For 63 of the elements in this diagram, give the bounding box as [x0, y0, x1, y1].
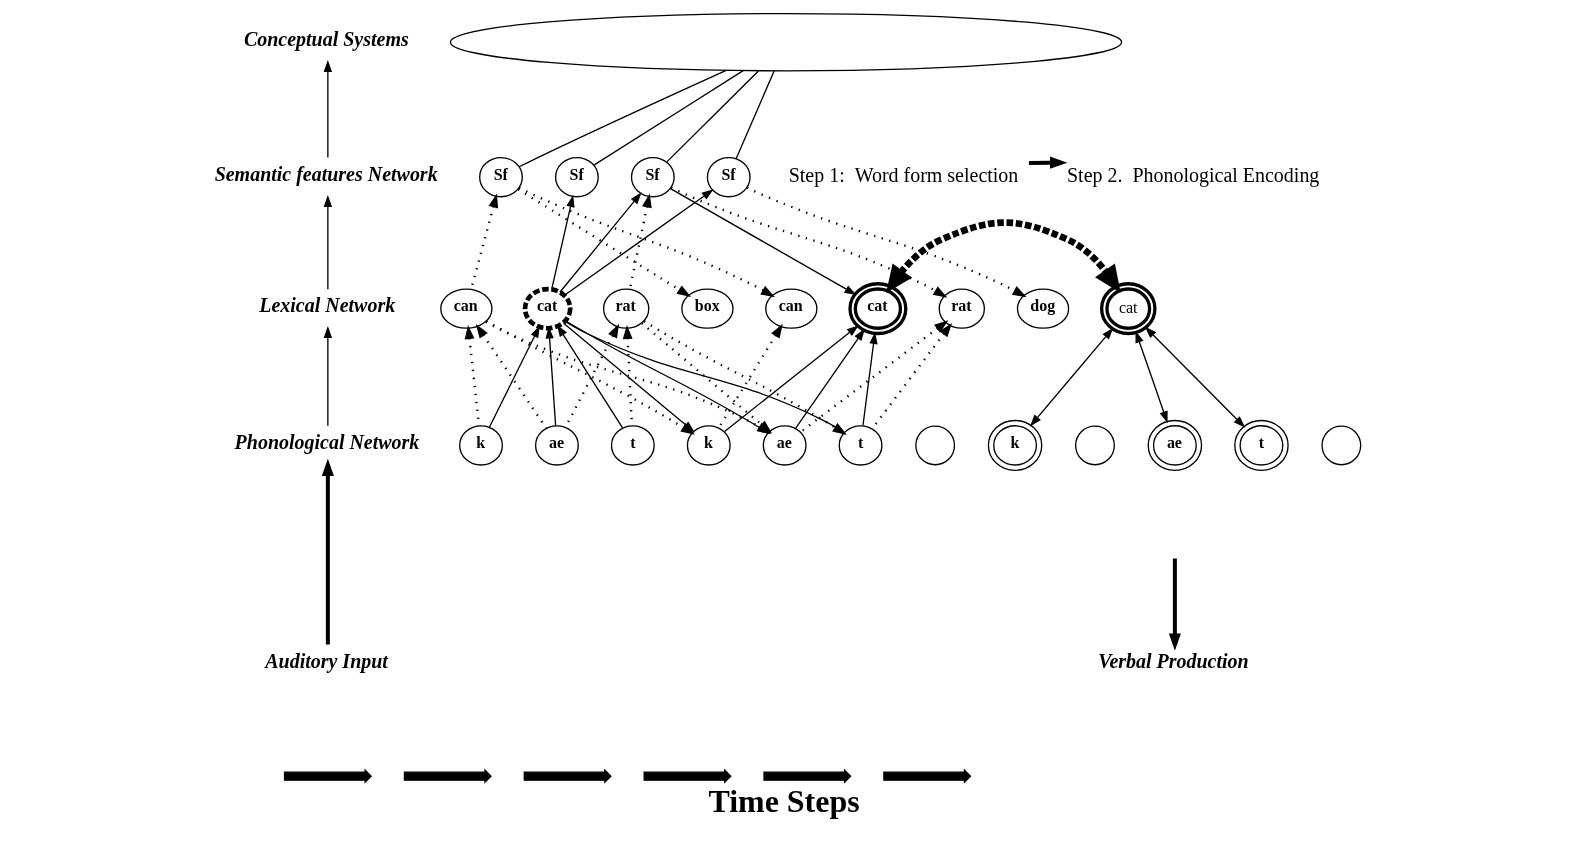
arrow — [794, 328, 865, 429]
node-text: Lexical Network — [258, 293, 395, 316]
arrow — [717, 323, 783, 429]
node-circle: ae — [534, 425, 579, 466]
node-ellipse: rat — [938, 288, 985, 329]
node-circle: t — [1233, 419, 1289, 471]
node-ellipse: rat — [602, 288, 649, 329]
connector — [735, 70, 775, 160]
connector — [518, 69, 727, 168]
connector — [665, 70, 759, 163]
arrow — [885, 219, 1121, 294]
arrow — [475, 323, 547, 429]
arrow — [321, 458, 334, 645]
arrow — [563, 189, 714, 296]
node-circle: ae — [762, 425, 807, 466]
node-text: Auditory Input — [264, 649, 388, 672]
node-ellipse: dog — [1016, 288, 1069, 329]
arrow — [1029, 327, 1113, 427]
arrow — [861, 331, 878, 427]
node-circle: k — [686, 425, 731, 466]
caption: Time Steps — [707, 783, 860, 819]
node-circle: t — [610, 425, 655, 466]
node-circle: Sf — [478, 156, 523, 198]
node-text: Semantic features Network — [214, 162, 438, 185]
arrow — [518, 186, 775, 298]
node-circle: k — [987, 419, 1042, 471]
arrow — [323, 326, 332, 427]
node-ellipse: box — [680, 288, 734, 329]
node-circle — [914, 425, 955, 466]
arrow — [323, 194, 332, 290]
node-circle: Sf — [554, 156, 599, 198]
connector — [593, 69, 744, 166]
arrow — [1028, 156, 1067, 169]
node-circle — [1320, 425, 1361, 466]
node-circle: t — [838, 425, 883, 466]
arrow — [517, 188, 691, 298]
arrow — [746, 186, 1027, 298]
node-ellipse: can — [764, 288, 818, 329]
node-text: Step 1: Word form selection — [788, 163, 1018, 186]
node-text: Conceptual Systems — [243, 27, 409, 50]
arrow — [488, 325, 540, 428]
arrow — [1144, 326, 1245, 428]
node-circle: Sf — [630, 156, 675, 198]
node-circle: k — [458, 425, 503, 466]
arrow — [669, 187, 856, 296]
arrow — [670, 186, 947, 298]
node-text: Phonological Network — [234, 430, 419, 453]
node-text: Step 2. Phonological Encoding — [1066, 163, 1319, 186]
arrow — [1168, 558, 1181, 651]
arrow — [558, 192, 642, 293]
node-ellipse: cat — [522, 286, 572, 331]
node-circle: ae — [1147, 419, 1202, 471]
arrow — [550, 195, 575, 290]
node-circle: cat — [1099, 282, 1157, 336]
arrow — [464, 325, 480, 426]
node-ellipse: can — [439, 288, 493, 329]
arrow — [1135, 330, 1168, 424]
node-circle — [1074, 425, 1115, 466]
node-circle: Sf — [706, 156, 751, 198]
arrow — [323, 59, 332, 159]
arrow — [556, 324, 623, 429]
node-text: Verbal Production — [1097, 649, 1249, 672]
node-ellipse — [449, 12, 1122, 72]
